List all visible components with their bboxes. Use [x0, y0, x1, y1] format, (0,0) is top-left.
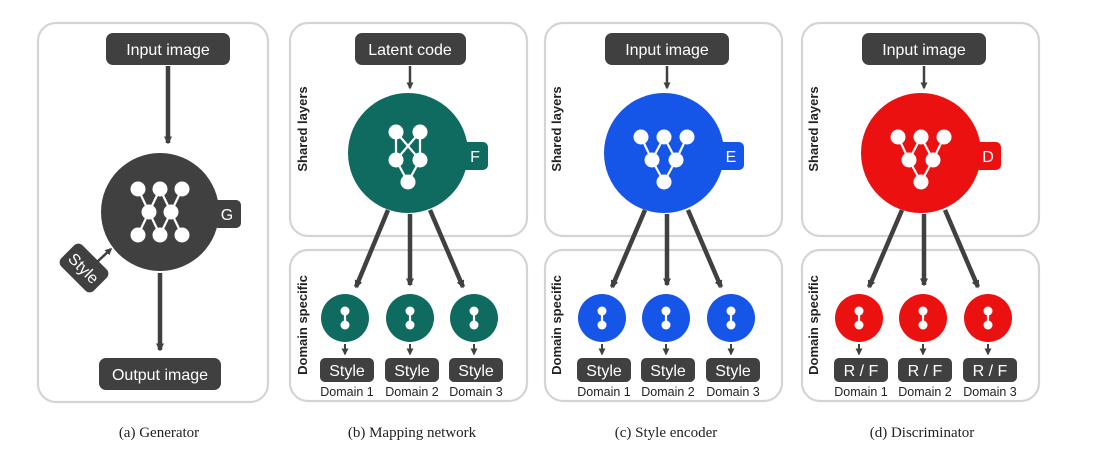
discriminator-output-label-3: R / F [973, 363, 1008, 380]
discriminator-input-label: Input image [882, 42, 966, 59]
mapping-badge-label: F [470, 149, 480, 166]
mapping-domain-label: Domain specific [295, 275, 310, 375]
mapping-output-label-1: Style [329, 363, 365, 380]
generator-panel: Input image G Style [36, 21, 270, 404]
encoder-input-label: Input image [625, 42, 709, 59]
encoder-network-icon [633, 129, 695, 190]
encoder-panel: Shared layers Domain specific Input imag… [543, 21, 784, 403]
discriminator-badge-label: D [982, 149, 994, 166]
encoder-domain-3: Style Domain 3 [706, 294, 760, 399]
mapping-caption: (b) Mapping network [348, 425, 477, 441]
discriminator-domain-label-1: Domain 1 [834, 385, 888, 399]
discriminator-caption: (d) Discriminator [870, 425, 975, 441]
generator-badge [213, 200, 241, 228]
mapping-domain-label-3: Domain 3 [449, 385, 503, 399]
discriminator-network-icon [890, 129, 952, 190]
discriminator-circle [861, 93, 981, 213]
discriminator-domain-1: R / F Domain 1 [834, 294, 888, 399]
generator-badge-label: G [221, 207, 233, 224]
encoder-branch-arrow-3 [685, 209, 724, 289]
generator-caption: (a) Generator [119, 425, 199, 441]
generator-network-icon [130, 181, 190, 243]
discriminator-input-pill [862, 33, 986, 65]
encoder-domain-label-3: Domain 3 [706, 385, 760, 399]
encoder-output-label-2: Style [650, 363, 686, 380]
mapping-network-icon [388, 124, 428, 190]
mapping-domain-label-1: Domain 1 [320, 385, 374, 399]
discriminator-branch-arrow-3 [942, 209, 981, 289]
encoder-domain-1: Style Domain 1 [577, 294, 631, 399]
discriminator-output-label-1: R / F [844, 363, 879, 380]
encoder-domain-label: Domain specific [549, 275, 564, 375]
mapping-output-label-2: Style [394, 363, 430, 380]
mapping-branch-arrow-3 [427, 209, 466, 289]
generator-output-label: Output image [112, 367, 208, 384]
mapping-badge [461, 142, 488, 170]
generator-input-label: Input image [126, 42, 210, 59]
encoder-badge [717, 142, 744, 170]
discriminator-domain-label-2: Domain 2 [898, 385, 952, 399]
mapping-shared-label: Shared layers [295, 86, 310, 171]
encoder-circle [604, 93, 724, 213]
encoder-badge-label: E [726, 149, 737, 166]
discriminator-branch-arrow-1 [866, 209, 905, 289]
generator-input-pill [106, 33, 230, 65]
discriminator-shared-label: Shared layers [806, 86, 821, 171]
mapping-circle [348, 93, 468, 213]
discriminator-output-label-2: R / F [908, 363, 943, 380]
encoder-domain-label-1: Domain 1 [577, 385, 631, 399]
mapping-panel: Shared layers Domain specific Latent cod… [288, 21, 529, 403]
encoder-domain-2: Style Domain 2 [641, 294, 695, 399]
encoder-output-label-1: Style [586, 363, 622, 380]
mapping-output-label-3: Style [458, 363, 494, 380]
discriminator-domain-3: R / F Domain 3 [963, 294, 1017, 399]
discriminator-badge [974, 142, 1001, 170]
encoder-shared-label: Shared layers [549, 86, 564, 171]
discriminator-panel: Shared layers Domain specific Input imag… [800, 21, 1041, 403]
discriminator-domain-label-3: Domain 3 [963, 385, 1017, 399]
encoder-caption: (c) Style encoder [615, 425, 717, 441]
encoder-output-label-3: Style [715, 363, 751, 380]
mapping-domain-2: Style Domain 2 [385, 294, 439, 399]
mapping-input-label: Latent code [368, 42, 452, 59]
mapping-domain-1: Style Domain 1 [320, 294, 374, 399]
mapping-domain-3: Style Domain 3 [449, 294, 503, 399]
mapping-branch-arrow-1 [353, 209, 391, 289]
encoder-input-pill [605, 33, 729, 65]
generator-style-arrow [96, 247, 113, 263]
encoder-domain-label-2: Domain 2 [641, 385, 695, 399]
mapping-input-pill [355, 33, 466, 65]
generator-circle [101, 153, 219, 271]
encoder-branch-arrow-1 [609, 209, 648, 289]
discriminator-domain-label: Domain specific [806, 275, 821, 375]
mapping-domain-label-2: Domain 2 [385, 385, 439, 399]
generator-output-pill [99, 358, 221, 390]
discriminator-domain-2: R / F Domain 2 [898, 294, 952, 399]
